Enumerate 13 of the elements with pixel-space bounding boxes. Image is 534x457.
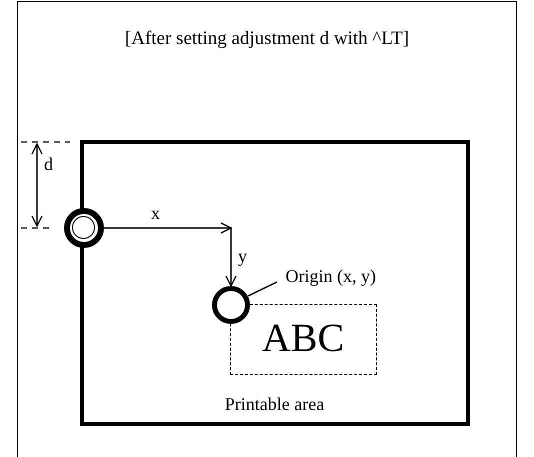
axis-label: x <box>151 203 160 224</box>
dashed-text-box <box>230 304 376 374</box>
area-label: Printable area <box>224 394 326 414</box>
page-frame <box>17 1 517 457</box>
sample-text: ABC <box>260 316 346 360</box>
arrow <box>104 222 237 286</box>
reference-point-circle <box>64 208 104 248</box>
axis-label: y <box>238 246 247 267</box>
dimension-label: d <box>44 154 53 175</box>
origin-circle <box>212 286 250 324</box>
leader-line <box>248 281 278 297</box>
origin-text: Origin (x, y) <box>286 264 376 288</box>
title-text: [After setting adjustment d with ^LT] <box>124 28 410 50</box>
